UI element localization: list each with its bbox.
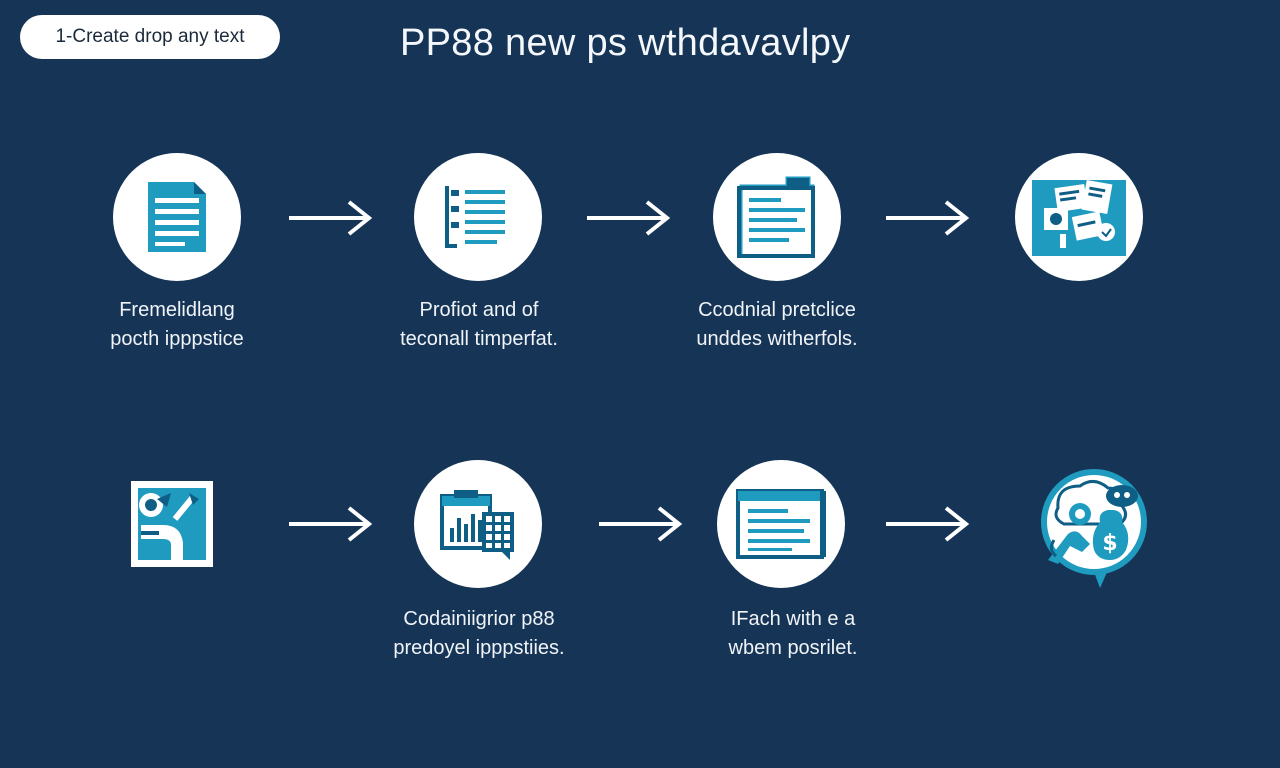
step-2-caption-line-2: teconall timperfat. (400, 328, 558, 350)
tools-board-icon (131, 481, 213, 567)
step-6-caption-line-1: Codainiigrior p88 (403, 608, 555, 630)
step-6-node (414, 460, 542, 588)
step-3-caption-line-1: Ccodnial pretclice (698, 299, 856, 321)
step-1-node (113, 153, 241, 281)
step-5-node (108, 460, 236, 588)
step-3-node (713, 153, 841, 281)
step-1-caption-line-2: pocth ipppstice (110, 328, 244, 350)
photos-collage-icon (1032, 179, 1126, 256)
step-1-caption: Fremelidlang pocth ipppstice (57, 296, 297, 354)
step-6-caption-line-2: predoyel ipppstiies. (393, 637, 565, 659)
arrow-right-icon (289, 506, 373, 542)
step-label-pill: 1-Create drop any text (20, 15, 280, 59)
browser-window-icon (736, 489, 826, 559)
step-2-caption-line-1: Profiot and of (419, 299, 539, 321)
checklist-icon (445, 186, 505, 248)
step-2-node (414, 153, 542, 281)
step-7-caption-line-2: wbem posrilet. (728, 637, 858, 659)
document-icon (148, 182, 206, 252)
step-7-caption: IFach with e a wbem posrilet. (673, 605, 913, 663)
step-3-caption: Ccodnial pretclice unddes witherfols. (657, 296, 897, 354)
step-8-node: $ (1030, 462, 1158, 590)
arrow-right-icon (599, 506, 683, 542)
page-title: PP88 new ps wthdavavlpy (400, 22, 851, 64)
arrow-right-icon (886, 506, 970, 542)
folder-document-icon (737, 176, 815, 258)
step-6-caption: Codainiigrior p88 predoyel ipppstiies. (359, 605, 599, 663)
pill-label: 1-Create drop any text (55, 26, 245, 47)
chart-calculator-icon (440, 490, 514, 560)
step-7-caption-line-1: IFach with e a (730, 608, 856, 630)
step-7-node (717, 460, 845, 588)
arrow-right-icon (587, 200, 671, 236)
step-1-caption-line-1: Fremelidlang (119, 299, 235, 321)
arrow-right-icon (289, 200, 373, 236)
money-bag-icon: $ (1041, 469, 1147, 588)
step-2-caption: Profiot and of teconall timperfat. (359, 296, 599, 354)
step-4-node (1015, 153, 1143, 281)
step-3-caption-line-2: unddes witherfols. (696, 328, 858, 350)
svg-text:$: $ (1102, 531, 1117, 556)
arrow-right-icon (886, 200, 970, 236)
